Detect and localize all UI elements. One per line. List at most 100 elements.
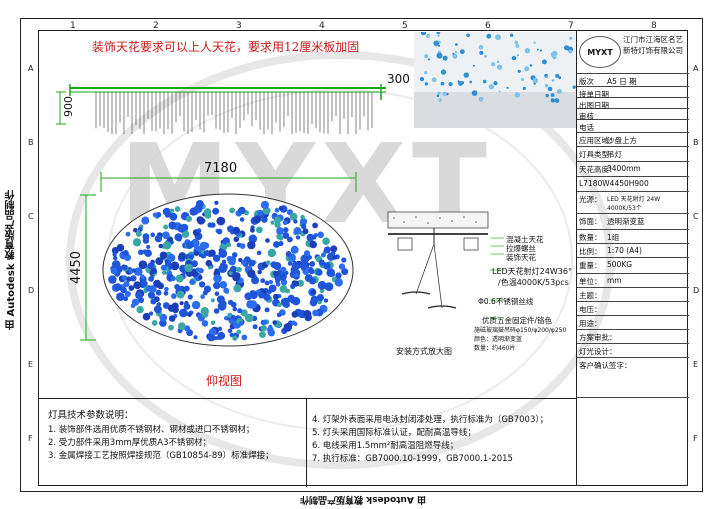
photo-disc [511, 55, 517, 61]
photo-disc [442, 91, 447, 96]
glass-disc [147, 262, 155, 270]
drawing-outer-frame [20, 18, 703, 492]
photo-disc [551, 79, 555, 82]
glass-disc [274, 216, 282, 224]
glass-disc [178, 252, 186, 260]
glass-disc [128, 285, 135, 291]
photo-disc [424, 54, 429, 59]
row-letter: D [28, 286, 35, 295]
glass-disc [162, 231, 170, 240]
note-line: 7. 执行标准：GB7000.10-1999，GB7000.1-2015 [312, 454, 513, 464]
glass-disc [323, 262, 331, 270]
glass-disc [219, 281, 228, 289]
glass-disc [181, 230, 190, 238]
glass-disc [170, 276, 176, 282]
glass-disc [195, 267, 201, 273]
glass-disc [250, 227, 255, 233]
glass-disc [150, 293, 156, 299]
photo-disc [466, 33, 470, 38]
glass-disc [108, 275, 117, 284]
company-row: MYXT 江门市江海区名艺新特灯饰有限公司 [577, 30, 689, 74]
glass-disc [322, 237, 330, 245]
glass-disc [309, 261, 316, 267]
glass-disc [232, 306, 238, 312]
glass-disc [151, 320, 158, 326]
glass-disc [248, 234, 258, 244]
photo-disc [419, 77, 425, 82]
glass-disc [194, 251, 200, 256]
glass-disc [149, 311, 154, 316]
glass-disc [158, 243, 163, 249]
glass-disc [110, 267, 118, 275]
glass-disc [214, 200, 219, 205]
glass-disc [264, 307, 270, 313]
photo-disc [437, 91, 441, 95]
glass-disc [198, 275, 203, 280]
glass-disc [341, 257, 347, 263]
photo-disc [472, 64, 475, 67]
glass-disc [228, 271, 233, 276]
glass-disc [112, 252, 117, 257]
side-elevation [56, 84, 386, 134]
title-block-value: 500KG [607, 260, 633, 269]
glass-disc [179, 301, 184, 306]
glass-disc [258, 292, 265, 299]
title-block-value: 透明渐变蓝 [607, 217, 645, 226]
glass-disc [295, 235, 301, 240]
photo-disc [517, 69, 521, 73]
glass-disc [141, 216, 150, 225]
title-block-row: 审核 [577, 109, 689, 121]
glass-disc [183, 303, 191, 310]
glass-disc [213, 274, 222, 283]
glass-disc [169, 212, 178, 221]
glass-disc [323, 298, 329, 303]
glass-disc [287, 261, 293, 266]
glass-disc [205, 259, 213, 267]
photo-disc [461, 81, 465, 85]
glass-disc [226, 242, 232, 248]
glass-disc [150, 298, 157, 305]
glass-disc [191, 300, 201, 310]
col-number: 3 [236, 21, 242, 31]
glass-disc [251, 276, 260, 285]
title-block-row: 光源：LED 天花射灯 24W 4000K/53个 [577, 192, 689, 214]
glass-disc [114, 283, 122, 291]
col-number: 6 [485, 21, 491, 31]
view-label: 仰视图 [206, 374, 243, 388]
title-block-key: 客户确认签字： [579, 361, 632, 370]
glass-disc [199, 241, 208, 250]
glass-disc [175, 274, 184, 283]
glass-disc [335, 272, 342, 279]
glass-disc [146, 244, 151, 249]
glass-disc [293, 227, 302, 235]
glass-disc [256, 209, 264, 216]
dim-drop: 300 [387, 72, 410, 86]
photo-disc [424, 71, 428, 75]
photo-disc [539, 49, 543, 52]
glass-disc [134, 267, 143, 276]
glass-disc [267, 248, 276, 258]
glass-disc [278, 206, 284, 211]
glass-disc [148, 285, 157, 293]
glass-disc [262, 319, 268, 325]
photo-disc [529, 64, 533, 67]
glass-disc [171, 293, 177, 299]
photo-disc [486, 33, 492, 39]
glass-disc [285, 251, 292, 257]
glass-disc [223, 287, 230, 294]
photo-disc [427, 58, 430, 61]
glass-disc [185, 215, 192, 222]
glass-disc [144, 249, 152, 257]
glass-disc [291, 311, 299, 318]
title-block-key: 电压： [579, 305, 602, 314]
photo-disc [514, 40, 519, 45]
glass-disc [320, 252, 326, 258]
glass-disc [201, 311, 209, 318]
glass-disc [333, 255, 338, 260]
notes-title: 灯具技术参数说明： [48, 410, 134, 421]
photo-disc [495, 34, 501, 41]
photo-disc [532, 77, 539, 84]
glass-disc [217, 331, 226, 340]
